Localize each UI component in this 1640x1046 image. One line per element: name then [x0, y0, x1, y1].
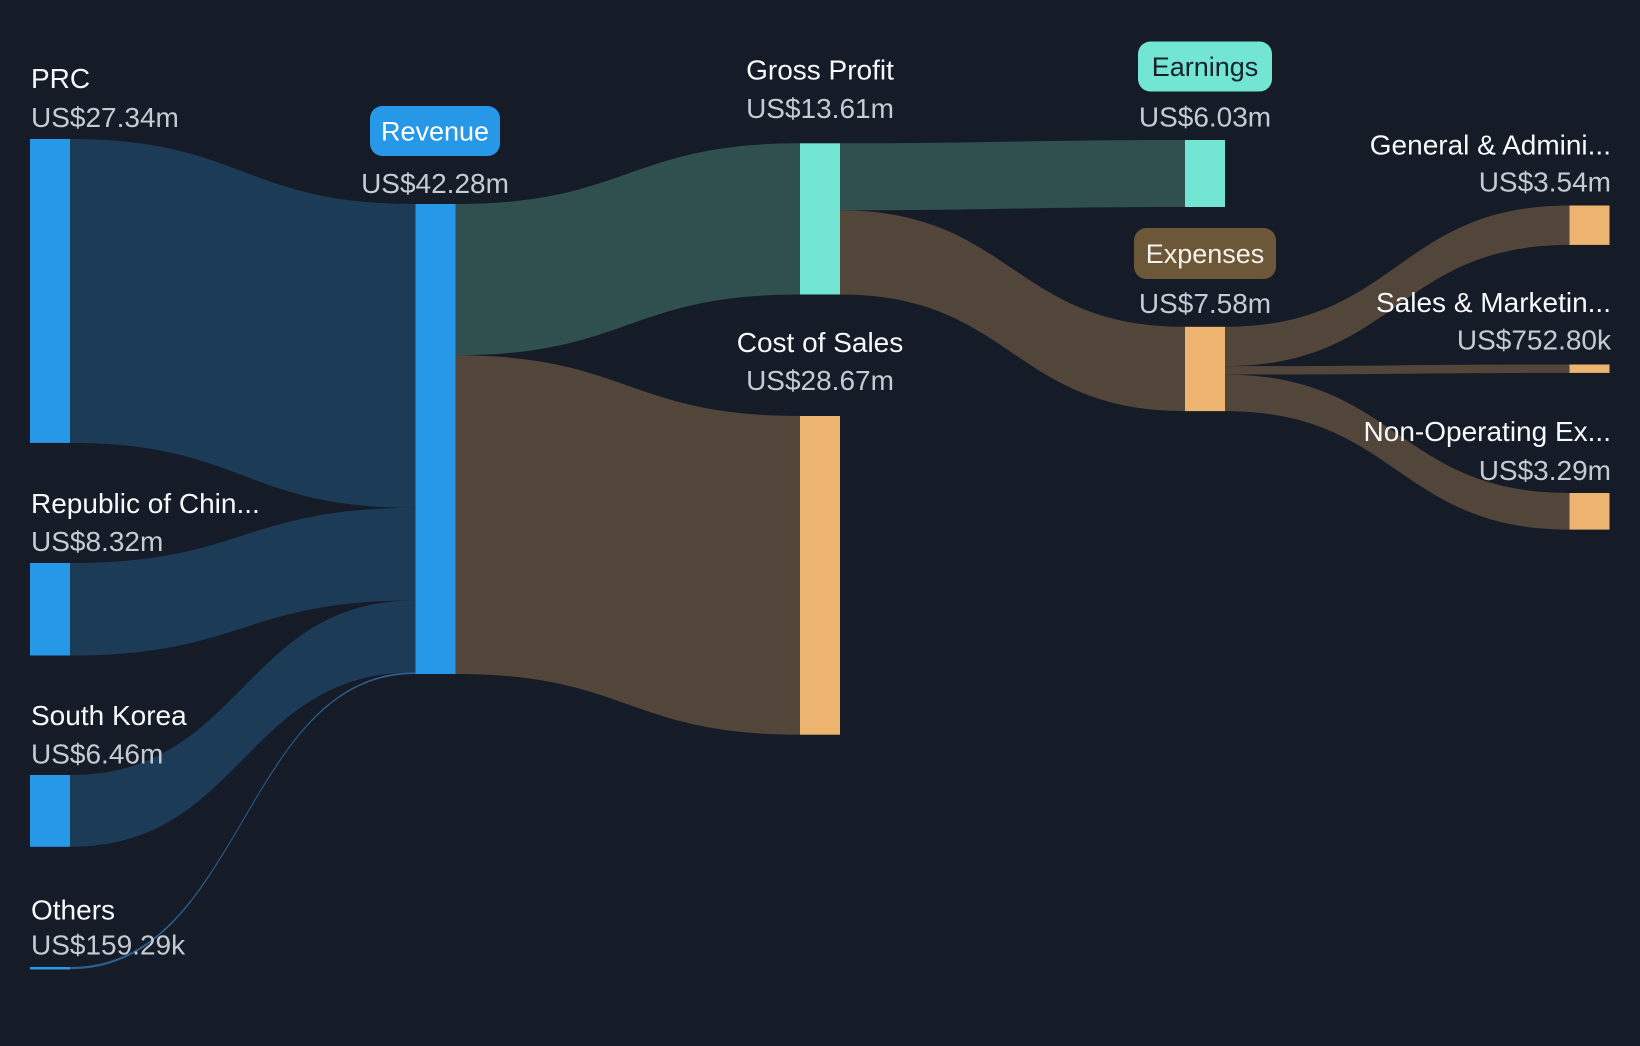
svg-text:Revenue: Revenue — [381, 117, 489, 147]
svg-text:Expenses: Expenses — [1146, 239, 1265, 269]
svg-text:US$8.32m: US$8.32m — [31, 526, 163, 557]
svg-text:Earnings: Earnings — [1152, 52, 1259, 82]
svg-text:US$7.58m: US$7.58m — [1139, 288, 1271, 319]
svg-text:US$28.67m: US$28.67m — [746, 365, 894, 396]
svg-text:Sales & Marketin...: Sales & Marketin... — [1376, 287, 1611, 318]
svg-text:General & Admini...: General & Admini... — [1370, 129, 1611, 160]
svg-text:Non-Operating Ex...: Non-Operating Ex... — [1364, 416, 1611, 447]
svg-text:US$42.28m: US$42.28m — [361, 168, 509, 199]
svg-text:South Korea: South Korea — [31, 700, 187, 731]
svg-text:US$6.03m: US$6.03m — [1139, 102, 1271, 133]
svg-text:US$3.29m: US$3.29m — [1479, 455, 1611, 486]
svg-text:US$3.54m: US$3.54m — [1479, 167, 1611, 198]
svg-text:PRC: PRC — [31, 63, 90, 94]
svg-text:US$27.34m: US$27.34m — [31, 102, 179, 133]
svg-text:US$159.29k: US$159.29k — [31, 930, 186, 961]
svg-text:Others: Others — [31, 895, 115, 926]
svg-text:Gross Profit: Gross Profit — [746, 55, 894, 86]
svg-text:US$13.61m: US$13.61m — [746, 93, 894, 124]
svg-text:US$752.80k: US$752.80k — [1457, 325, 1612, 356]
svg-text:US$6.46m: US$6.46m — [31, 739, 163, 770]
svg-text:Cost of Sales: Cost of Sales — [737, 327, 904, 358]
svg-text:Republic of Chin...: Republic of Chin... — [31, 488, 260, 519]
